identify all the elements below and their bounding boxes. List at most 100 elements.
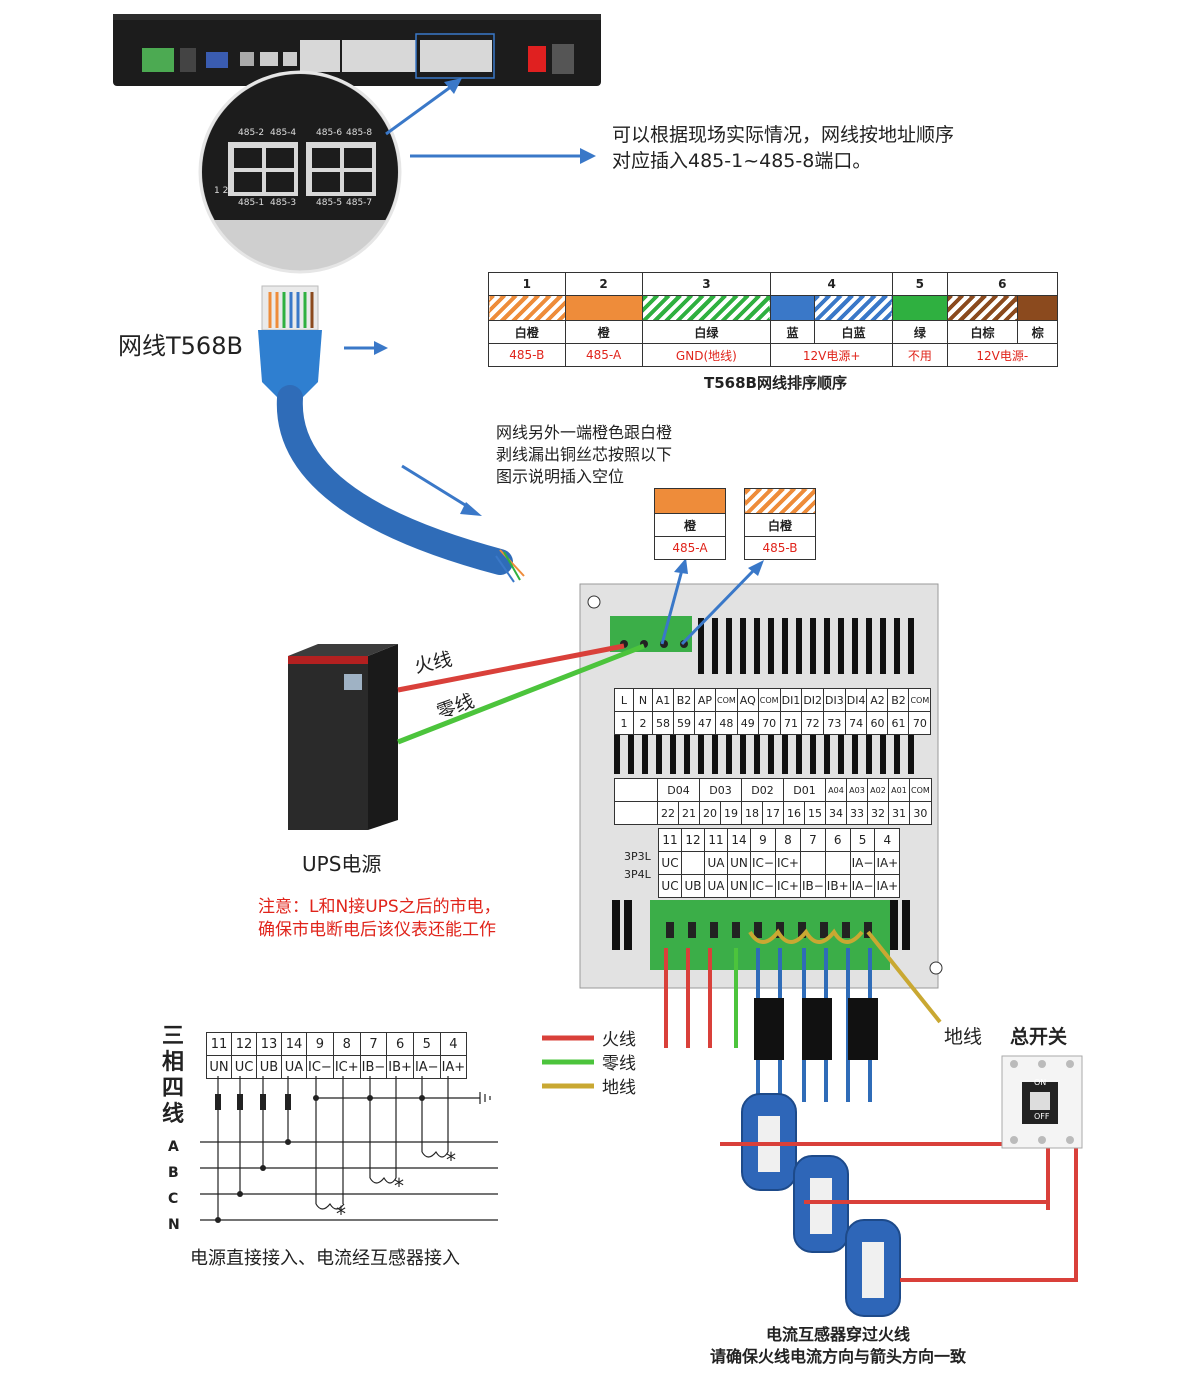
mini-color: 橙 bbox=[654, 513, 726, 537]
mini-func: 485-A bbox=[654, 536, 726, 560]
strip-note-line3: 图示说明插入空位 bbox=[496, 467, 625, 486]
color-name: 白绿 bbox=[641, 320, 772, 344]
ct-3p3l: IA+ bbox=[874, 851, 901, 875]
port-label-485-6: 485-6 bbox=[316, 128, 343, 138]
terminal-number: 32 bbox=[867, 801, 889, 825]
switch-on-label: ON bbox=[1034, 1078, 1047, 1087]
port-note-line2: 对应插入485-1~485-8端口。 bbox=[612, 150, 872, 172]
swatch-brown bbox=[1017, 295, 1058, 321]
ct-number: 14 bbox=[727, 828, 751, 852]
schematic-terminal-table: 11 12 13 14 9 8 7 6 5 4 UN UC UB UA IC− … bbox=[206, 1032, 468, 1079]
terminal-number: 70 bbox=[757, 711, 781, 735]
schematic-number: 7 bbox=[359, 1032, 388, 1056]
port-row-numbers: 1 2 bbox=[214, 186, 229, 196]
schematic-number: 4 bbox=[439, 1032, 468, 1056]
swatch-white-orange bbox=[488, 295, 566, 321]
schematic-label: UA bbox=[281, 1055, 307, 1079]
schematic-number: 12 bbox=[231, 1032, 257, 1056]
wiring-mode-3p4l: 3P4L bbox=[624, 868, 651, 881]
rj45-cable bbox=[258, 285, 525, 583]
color-name: 蓝 bbox=[770, 320, 815, 344]
ct-number: 11 bbox=[704, 828, 728, 852]
ct-3p4l: IA− bbox=[849, 874, 876, 898]
port-label-485-4: 485-4 bbox=[270, 128, 297, 138]
port-label-485-1: 485-1 bbox=[238, 198, 265, 208]
three-phase-schematic bbox=[200, 1076, 498, 1223]
port-label-485-7: 485-7 bbox=[346, 198, 373, 208]
schematic-label: IC+ bbox=[332, 1055, 361, 1079]
strip-note-line2: 剥线漏出铜丝芯按照以下 bbox=[496, 445, 673, 464]
schematic-label: IB+ bbox=[386, 1055, 414, 1079]
ct-3p3l: UA bbox=[704, 851, 728, 875]
t568b-caption: T568B网线排序顺序 bbox=[704, 374, 847, 392]
schematic-label: IB− bbox=[359, 1055, 388, 1079]
terminal-number: 47 bbox=[694, 711, 716, 735]
strip-note-line1: 网线另外一端橙色跟白橙 bbox=[496, 423, 673, 442]
terminal-number: 19 bbox=[720, 801, 742, 825]
legend-fire: 火线 bbox=[602, 1030, 636, 1050]
ct-3p4l: UB bbox=[681, 874, 705, 898]
terminal-number: 49 bbox=[736, 711, 759, 735]
terminal-number: 58 bbox=[652, 711, 674, 735]
terminal-label: D02 bbox=[741, 778, 784, 802]
mini-legend-orange: 橙 485-A bbox=[654, 488, 726, 560]
ups-warning-line2: 确保市电断电后该仪表还能工作 bbox=[258, 920, 496, 940]
schematic-label: IC− bbox=[306, 1055, 334, 1079]
terminal-number: 16 bbox=[783, 801, 805, 825]
schematic-number: 14 bbox=[281, 1032, 307, 1056]
color-name: 白蓝 bbox=[813, 320, 894, 344]
schematic-label: IA+ bbox=[439, 1055, 468, 1079]
ct-number: 11 bbox=[658, 828, 682, 852]
pin-number: 3 bbox=[641, 272, 772, 296]
swatch-white-blue bbox=[813, 295, 894, 321]
pin-number: 2 bbox=[564, 272, 643, 296]
schematic-title-char: 三 bbox=[162, 1024, 185, 1049]
pin-function: 485-A bbox=[564, 343, 643, 367]
meter-top-terminal-table: L N A1 B2 AP COM AQ COM DI1 DI2 DI3 DI4 … bbox=[614, 688, 932, 735]
ct-note-line2: 请确保火线电流方向与箭头方向一致 bbox=[709, 1347, 966, 1366]
ct-number: 4 bbox=[874, 828, 901, 852]
terminal-number: 61 bbox=[887, 711, 910, 735]
terminal-label: B2 bbox=[673, 688, 695, 712]
terminal-number: 74 bbox=[844, 711, 868, 735]
terminal-label: AP bbox=[694, 688, 716, 712]
terminal-label: D03 bbox=[699, 778, 742, 802]
mini-func: 485-B bbox=[744, 536, 816, 560]
schematic-title-char: 相 bbox=[162, 1050, 185, 1075]
ct-number: 7 bbox=[799, 828, 826, 852]
mini-color: 白橙 bbox=[744, 513, 816, 537]
pin-number: 1 bbox=[488, 272, 566, 296]
ct-3p3l: UN bbox=[727, 851, 751, 875]
pin-number: 4 bbox=[770, 272, 894, 296]
swatch-blue bbox=[770, 295, 815, 321]
schematic-number: 5 bbox=[412, 1032, 441, 1056]
terminal-number: 17 bbox=[762, 801, 784, 825]
polarity-star: * bbox=[394, 1174, 404, 1198]
legend-zero: 零线 bbox=[602, 1054, 636, 1074]
schematic-label: UB bbox=[256, 1055, 282, 1079]
terminal-number: 30 bbox=[909, 801, 932, 825]
terminal-label: DI3 bbox=[823, 688, 846, 712]
pin-number: 5 bbox=[892, 272, 948, 296]
terminal-label: DI4 bbox=[844, 688, 868, 712]
terminal-number: 48 bbox=[715, 711, 738, 735]
ups-warning-line1: 注意：L和N接UPS之后的市电， bbox=[258, 897, 501, 917]
meter-mid-terminal-table: D04 D03 D02 D01 A04 A03 A02 A01 COM 22 2… bbox=[614, 778, 932, 825]
swatch-orange bbox=[564, 295, 643, 321]
ct-3p4l: IA+ bbox=[874, 874, 901, 898]
ground-wire-label: 地线 bbox=[944, 1026, 983, 1048]
schematic-number: 6 bbox=[386, 1032, 414, 1056]
ct-3p3l: IC+ bbox=[774, 851, 801, 875]
main-switch-label: 总开关 bbox=[1010, 1026, 1068, 1048]
port-label-485-8: 485-8 bbox=[346, 128, 373, 138]
cable-label: 网线T568B bbox=[118, 332, 243, 360]
ct-note-line1: 电流互感器穿过火线 bbox=[765, 1325, 910, 1344]
mini-legend-white-orange: 白橙 485-B bbox=[744, 488, 816, 560]
polarity-star: * bbox=[446, 1148, 456, 1172]
phase-label-n: N bbox=[168, 1217, 180, 1233]
schematic-number: 13 bbox=[256, 1032, 282, 1056]
pin-function: 不用 bbox=[892, 343, 948, 367]
pin-function: 12V电源+ bbox=[770, 343, 894, 367]
port-note-line1: 可以根据现场实际情况，网线按地址顺序 bbox=[612, 124, 955, 146]
pin-function: GND(地线) bbox=[641, 343, 772, 367]
